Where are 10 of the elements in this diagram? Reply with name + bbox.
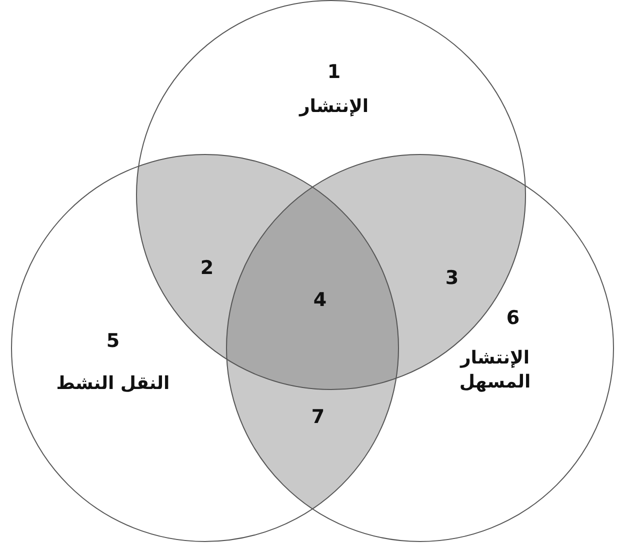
set-number: 5 — [105, 329, 121, 354]
set-label: الإنتشار المسهل — [458, 346, 532, 395]
region-number: 7 — [310, 404, 326, 430]
region-number: 4 — [312, 288, 328, 313]
set-number: 1 — [326, 60, 342, 86]
set-number: 6 — [505, 306, 521, 332]
set-label: النقل النشط — [55, 372, 171, 396]
region-number: 3 — [444, 266, 460, 291]
region-number: 2 — [199, 256, 215, 281]
set-label: الإنتشار — [298, 94, 370, 119]
